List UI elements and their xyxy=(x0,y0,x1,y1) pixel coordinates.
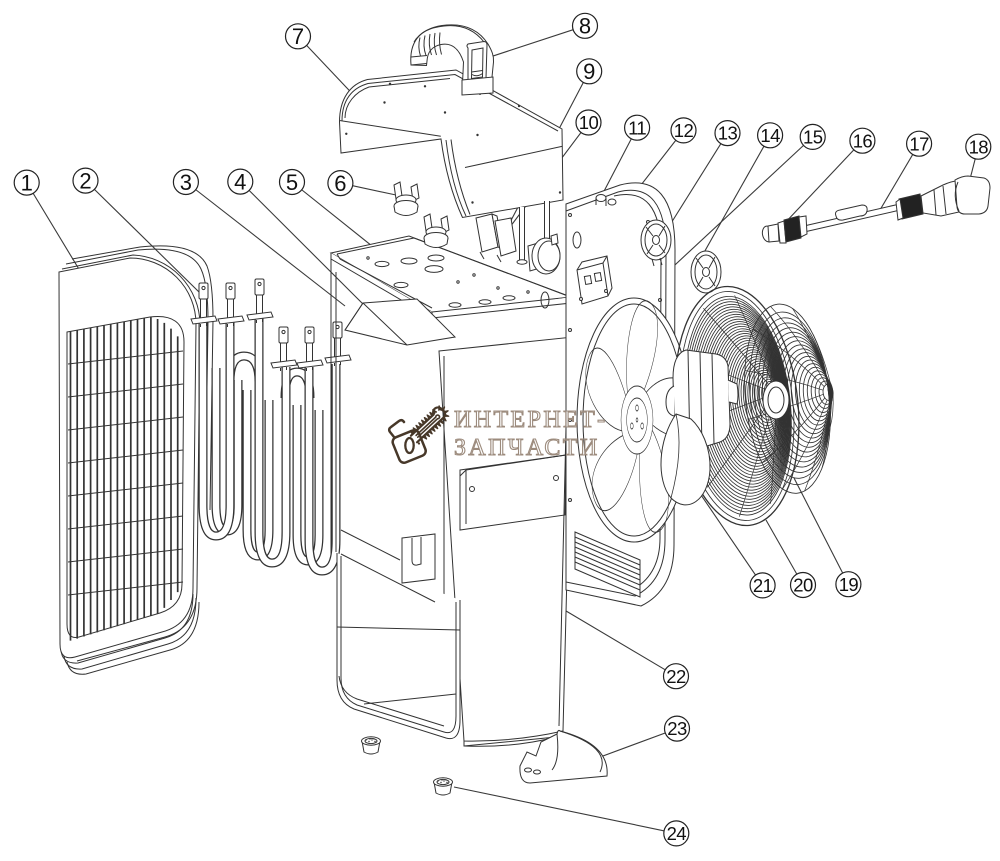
svg-text:14: 14 xyxy=(760,125,780,146)
svg-text:21: 21 xyxy=(753,575,773,596)
svg-text:3: 3 xyxy=(180,170,192,195)
svg-text:2: 2 xyxy=(79,169,91,194)
svg-text:13: 13 xyxy=(718,123,738,144)
svg-text:23: 23 xyxy=(667,718,687,739)
svg-text:ИНТЕРНЕТ-: ИНТЕРНЕТ- xyxy=(454,407,608,433)
svg-text:24: 24 xyxy=(667,823,687,844)
svg-text:17: 17 xyxy=(909,133,929,154)
svg-text:16: 16 xyxy=(853,130,873,151)
svg-text:1: 1 xyxy=(21,171,33,196)
svg-text:20: 20 xyxy=(793,575,813,596)
svg-text:19: 19 xyxy=(839,574,859,595)
svg-text:6: 6 xyxy=(334,171,346,196)
svg-text:15: 15 xyxy=(803,127,823,148)
svg-text:12: 12 xyxy=(674,120,694,141)
svg-text:10: 10 xyxy=(579,112,599,133)
svg-text:8: 8 xyxy=(579,14,591,39)
svg-text:7: 7 xyxy=(292,24,304,49)
svg-text:11: 11 xyxy=(628,117,646,138)
svg-text:4: 4 xyxy=(234,170,246,195)
svg-text:9: 9 xyxy=(583,59,595,84)
svg-text:18: 18 xyxy=(969,136,989,157)
svg-text:ЗАПЧАСТИ: ЗАПЧАСТИ xyxy=(454,435,600,461)
svg-text:22: 22 xyxy=(666,666,686,687)
svg-text:5: 5 xyxy=(286,170,298,195)
